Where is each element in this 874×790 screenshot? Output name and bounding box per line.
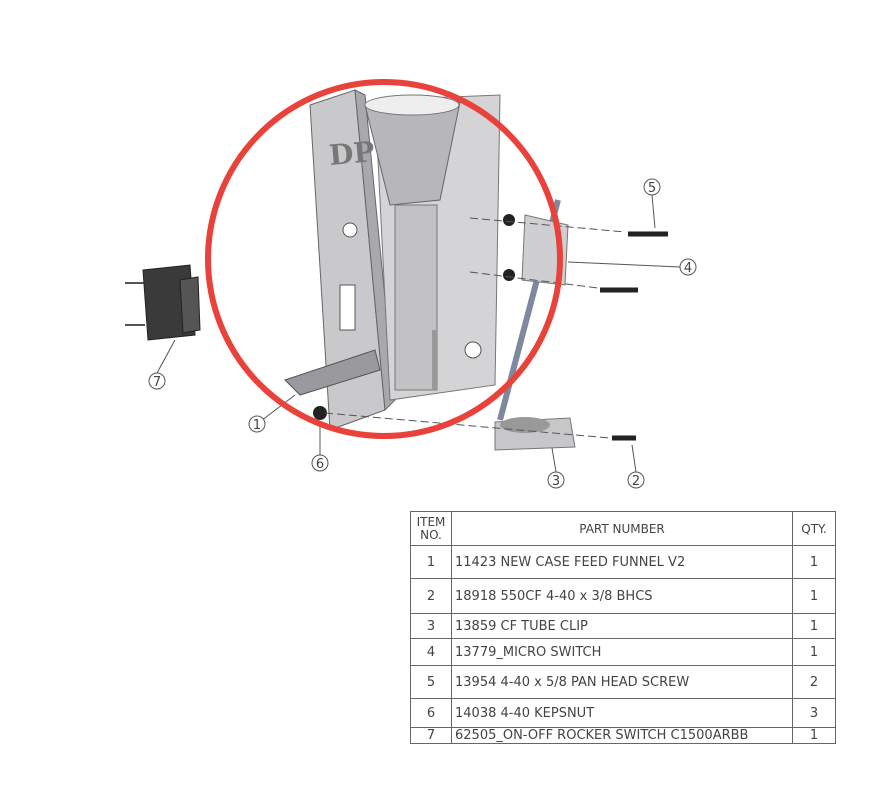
balloon-5: 5 — [643, 178, 661, 196]
part-number: 13954 4-40 x 5/8 PAN HEAD SCREW — [451, 665, 793, 699]
qty: 1 — [792, 727, 836, 744]
balloon-2: 2 — [627, 471, 645, 489]
part-number: 11423 NEW CASE FEED FUNNEL V2 — [451, 545, 793, 579]
balloon-1: 1 — [248, 415, 266, 433]
item-no: 7 — [410, 727, 452, 744]
item-no: 3 — [410, 613, 452, 639]
part-number: 14038 4-40 KEPSNUT — [451, 698, 793, 728]
qty: 1 — [792, 545, 836, 579]
svg-text:2: 2 — [632, 474, 640, 489]
svg-text:7: 7 — [153, 375, 161, 390]
item-no: 1 — [410, 545, 452, 579]
qty: 1 — [792, 638, 836, 666]
highlight-circle — [205, 79, 563, 439]
header-item-no: ITEM NO. — [410, 511, 452, 546]
item-no: 2 — [410, 578, 452, 614]
header-qty: QTY. — [792, 511, 836, 546]
svg-text:4: 4 — [684, 261, 692, 276]
part-number: 62505_ON-OFF ROCKER SWITCH C1500ARBB — [451, 727, 793, 744]
balloon-7: 7 — [148, 372, 166, 390]
qty: 1 — [792, 613, 836, 639]
item-no: 6 — [410, 698, 452, 728]
part-number: 13859 CF TUBE CLIP — [451, 613, 793, 639]
part-number: 13779_MICRO SWITCH — [451, 638, 793, 666]
svg-text:5: 5 — [648, 181, 656, 196]
qty: 3 — [792, 698, 836, 728]
table-header-row: ITEM NO. PART NUMBER QTY. — [410, 511, 836, 546]
svg-text:6: 6 — [316, 457, 324, 472]
balloon-6: 6 — [311, 454, 329, 472]
header-part-number: PART NUMBER — [451, 511, 793, 546]
item-no: 5 — [410, 665, 452, 699]
svg-text:3: 3 — [552, 474, 560, 489]
part-number: 18918 550CF 4-40 x 3/8 BHCS — [451, 578, 793, 614]
fasteners — [313, 214, 668, 441]
dp-logo: DP — [328, 135, 376, 172]
case-feed-funnel-part: DP — [284, 89, 501, 431]
qty: 2 — [792, 665, 836, 699]
svg-text:1: 1 — [253, 418, 261, 433]
rocker-switch-part — [125, 264, 201, 341]
qty: 1 — [792, 578, 836, 614]
balloon-4: 4 — [679, 258, 697, 276]
tube-clip-part — [494, 417, 576, 451]
balloon-3: 3 — [547, 471, 565, 489]
item-no: 4 — [410, 638, 452, 666]
